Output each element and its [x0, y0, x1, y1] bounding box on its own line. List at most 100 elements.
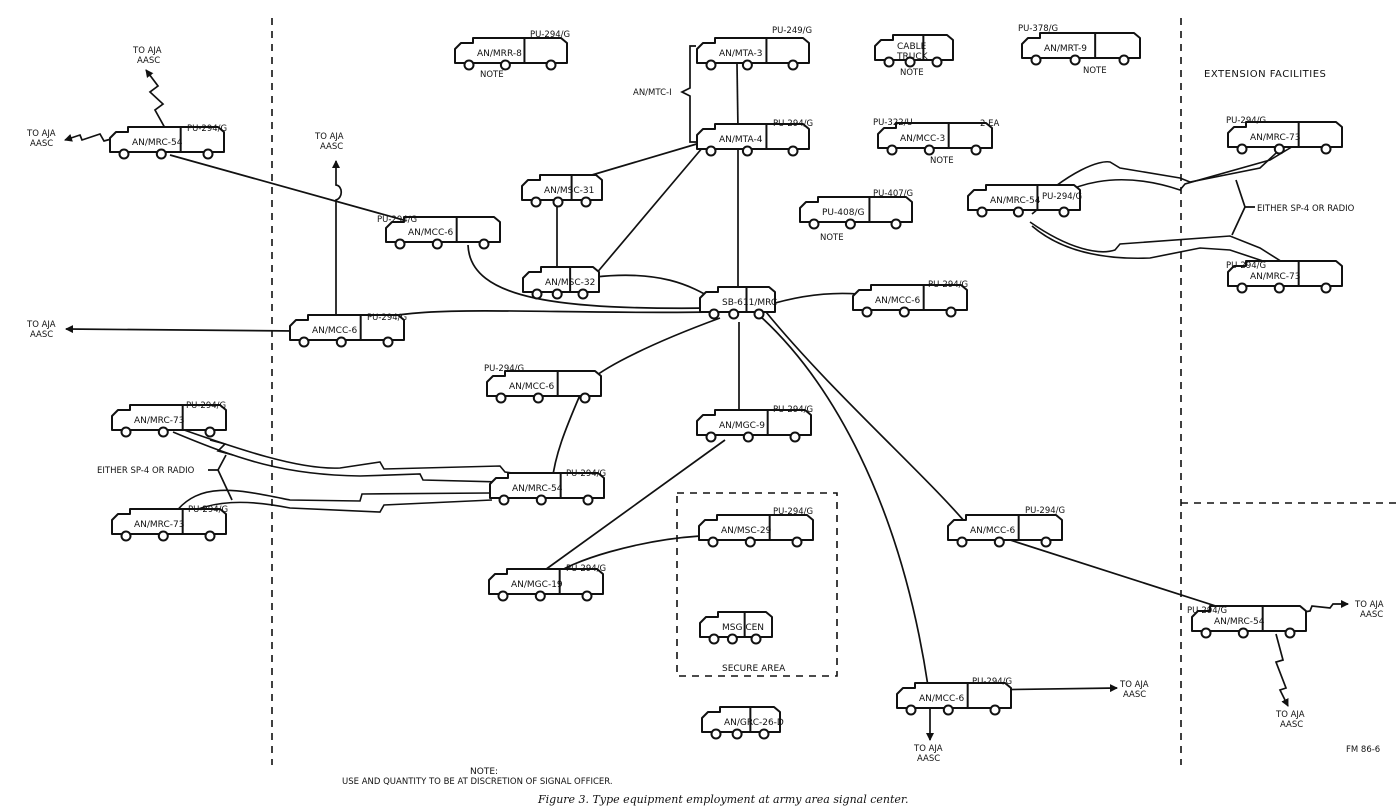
aja-label: TO AJA [1354, 600, 1384, 610]
arrow-mrc54d-aja-right [1297, 600, 1349, 614]
note-marker: NOTE [480, 70, 504, 80]
generator-label: PU-294/G [1187, 606, 1227, 616]
radio-link-left-2 [172, 431, 541, 484]
truck-body [696, 409, 812, 436]
wheel [1040, 536, 1052, 548]
link-mta3-mta4 [736, 63, 739, 131]
vehicle-name: AN/MSC-32 [545, 278, 595, 288]
wheel [707, 536, 719, 548]
generator-label: PU-294/G [530, 30, 570, 40]
radio-link-right-3 [1029, 221, 1296, 271]
wheel [993, 536, 1005, 548]
truck-body [289, 314, 405, 341]
wheel [945, 306, 957, 318]
wheel [904, 56, 916, 68]
wheel [495, 392, 507, 404]
wheel [120, 530, 132, 542]
vehicle-mgc9: AN/MGC-9 PU-294/G [696, 405, 813, 443]
wheel [705, 59, 717, 71]
aja-label: TO AJA [913, 744, 943, 754]
link-mcc6b-sb611 [354, 310, 717, 331]
aasc-label: AASC [1360, 610, 1383, 620]
aja-label: TO AJA [26, 129, 56, 139]
truck-body [947, 514, 1063, 541]
generator-label: PU-294/G [1226, 261, 1266, 271]
truck-body [699, 286, 776, 313]
truck-body [852, 284, 968, 311]
either-left-pointer [208, 454, 233, 501]
wheel [1320, 282, 1332, 294]
wheel [942, 704, 954, 716]
aasc-label: AASC [30, 330, 53, 340]
wheel [534, 590, 546, 602]
aja-label: TO AJA [132, 46, 162, 56]
either-right-pointer [1231, 179, 1255, 236]
wheel [956, 536, 968, 548]
link-mcc6e-mrc54d [1009, 539, 1251, 618]
wheel [844, 218, 856, 230]
vehicle-mcc6a: AN/MCC-6PU-294/G [377, 215, 501, 250]
generator-label: PU-294/G [928, 280, 968, 290]
vehicle-msc31: AN/MSC-31 [521, 174, 603, 208]
boundary-lines [271, 18, 1400, 765]
wheel [708, 633, 720, 645]
vehicle-mcc6c: AN/MCC-6PU-294/G [852, 280, 968, 318]
vehicle-name: AN/MRR-8 [477, 49, 522, 59]
vehicles: AN/MRR-8PU-294/GNOTEAN/MTA-3PU-249/GCABL… [109, 24, 1343, 740]
vehicle-name: AN/MRC-73 [1250, 272, 1300, 282]
wheel [750, 633, 762, 645]
arrow-mrc54a-aja-top [145, 69, 166, 129]
wheel [394, 238, 406, 250]
wheel [202, 148, 214, 160]
vehicle-name: CABLE [897, 42, 927, 52]
wheel [532, 392, 544, 404]
wheel [120, 426, 132, 438]
radio-upper-squiggle [209, 439, 234, 456]
note-text: USE AND QUANTITY TO BE AT DISCRETION OF … [342, 777, 613, 787]
radio-link-left-3 [174, 489, 491, 514]
vehicle-name: AN/MCC-3 [900, 134, 945, 144]
aasc-label: AASC [320, 142, 343, 152]
link-mcc6b-up [335, 172, 343, 320]
link-mrc54a-mcc6a [169, 154, 433, 229]
wheel [1069, 54, 1081, 66]
labels: EXTENSION FACILITIES SECURE AREA AN/MTC-… [26, 46, 1384, 806]
link-mta4-msc32 [594, 146, 704, 276]
vehicle-name: AN/MSC-29 [721, 526, 772, 536]
truck-body [967, 184, 1081, 211]
vehicle-msgcen: MSG CEN [699, 611, 773, 645]
generator-label: PU-294/G [187, 124, 227, 134]
generator-label: PU-294/G [773, 405, 813, 415]
wheel [931, 56, 943, 68]
radio-link-right-4 [1031, 225, 1306, 279]
arrow-mrc54a-aja [64, 132, 116, 142]
truck-body [521, 174, 603, 201]
wheel [431, 238, 443, 250]
generator-label: PU-294/G [377, 215, 417, 225]
either-right-label: EITHER SP-4 OR RADIO [1257, 204, 1355, 214]
wheel [463, 59, 475, 71]
wheel [1320, 143, 1332, 155]
wheel [1012, 206, 1024, 218]
wheel [581, 590, 593, 602]
generator-label: PU-294/G [188, 505, 228, 515]
vehicle-name: AN/MGC-19 [511, 580, 563, 590]
vehicle-mta4: AN/MTA-4PU-294/G [696, 119, 813, 157]
vehicle-name-line2: TRUCK [896, 52, 929, 62]
quantity-label: 2 EA [980, 119, 999, 129]
wheel [708, 308, 720, 320]
vehicle-name: AN/MRC-54 [990, 196, 1041, 206]
link-mta4-msc31 [574, 142, 701, 181]
aasc-label: AASC [1280, 720, 1303, 730]
vehicle-mcc6e: AN/MCC-6PU-294/G [947, 506, 1065, 548]
generator-label: PU-294/G [1042, 192, 1082, 202]
wheel [789, 431, 801, 443]
generator-label: PU-407/G [873, 189, 913, 199]
wheel [791, 536, 803, 548]
vehicle-name: AN/MGC-9 [719, 421, 765, 431]
wheel [157, 530, 169, 542]
wheel [530, 196, 542, 208]
